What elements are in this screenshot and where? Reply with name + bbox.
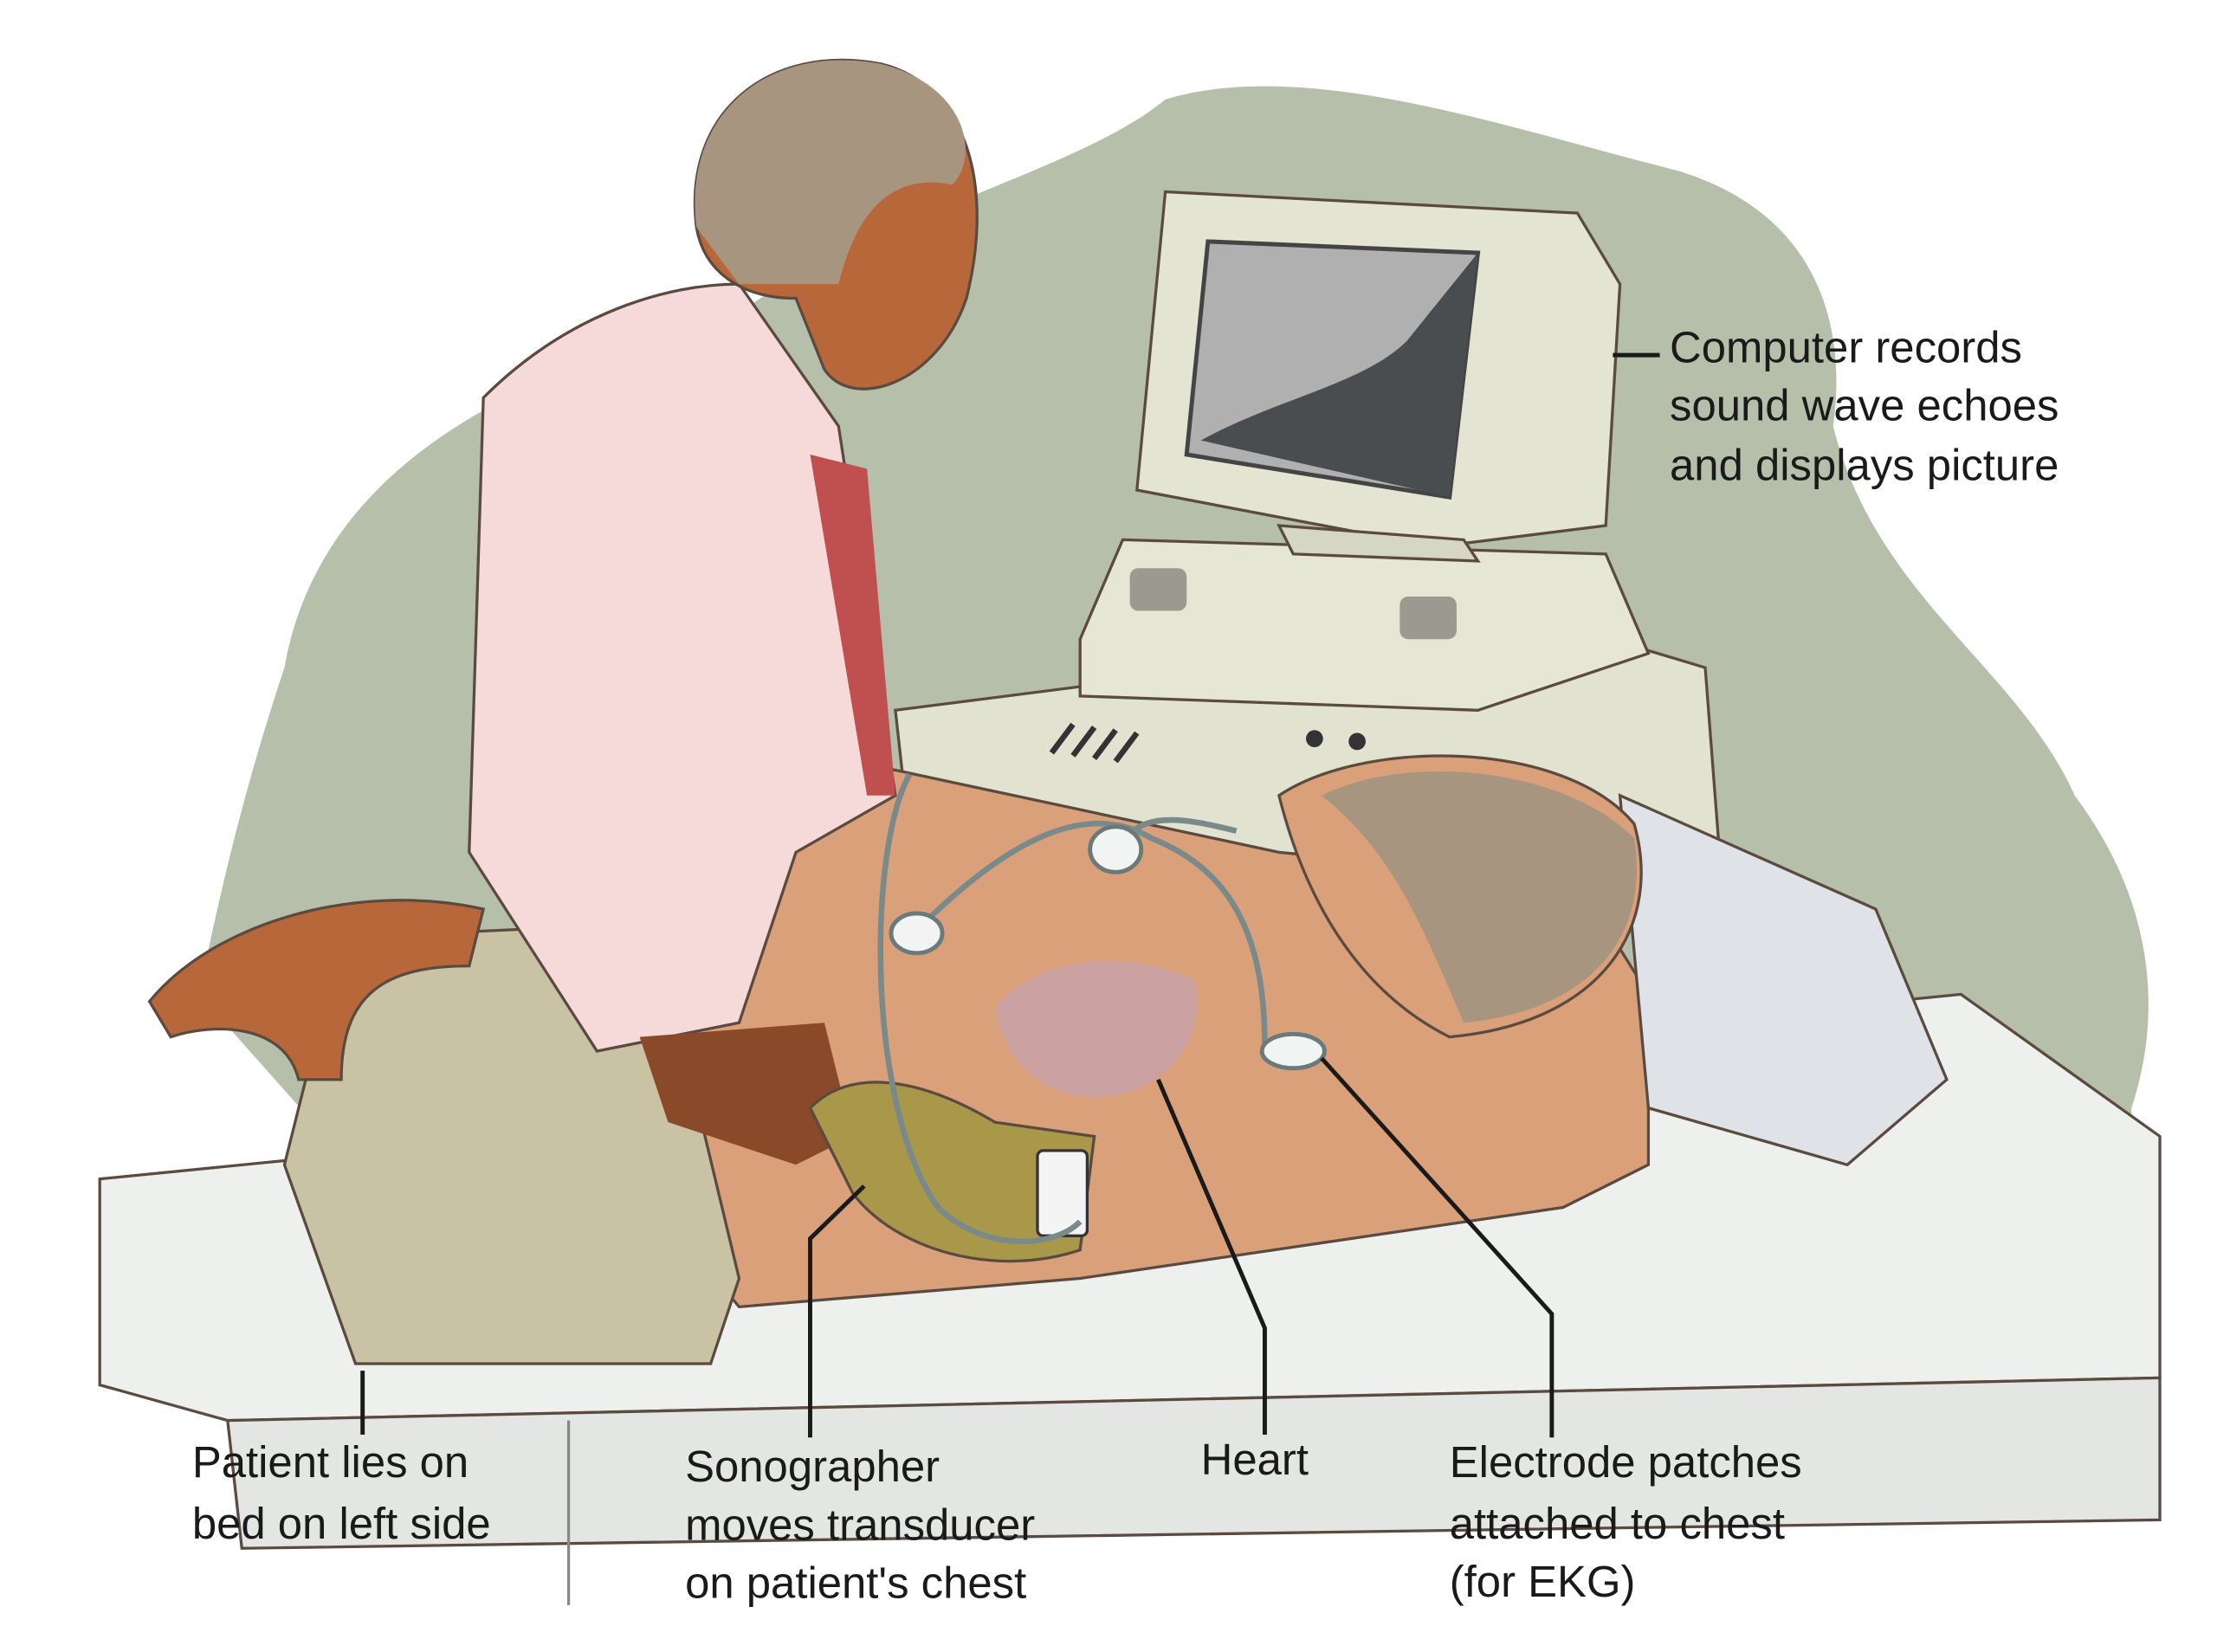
label-line: attached to chest: [1450, 1499, 1785, 1548]
label-electrodes: Electrode patches attached to chest (for…: [1450, 1437, 1802, 1606]
electrode-patches: [889, 824, 1327, 1071]
leader-electrodes: [1320, 1056, 1554, 1438]
sonographer: [147, 58, 1096, 1365]
heart-shape: [994, 961, 1198, 1098]
leader-heart: [1156, 1078, 1267, 1435]
label-line: Sonographer: [685, 1442, 940, 1491]
label-line: and displays picture: [1670, 441, 2059, 490]
label-heart: Heart: [1201, 1435, 1309, 1484]
leader-sonographer: [808, 1184, 866, 1438]
label-line: Patient lies on: [192, 1437, 469, 1487]
label-line: Heart: [1201, 1435, 1309, 1484]
label-line: moves transducer: [685, 1500, 1035, 1549]
label-patient: Patient lies on bed on left side: [192, 1437, 491, 1548]
label-line: on patient's chest: [685, 1558, 1026, 1608]
label-line: Electrode patches: [1450, 1437, 1802, 1487]
label-line: Computer records: [1670, 322, 2022, 371]
label-line: bed on left side: [192, 1499, 491, 1548]
computer-monitor: [1135, 190, 1622, 563]
label-computer: Computer records sound wave echoes and d…: [1670, 322, 2059, 489]
label-sonographer: Sonographer moves transducer on patient'…: [685, 1442, 1035, 1608]
label-line: (for EKG): [1450, 1557, 1636, 1606]
label-line: sound wave echoes: [1670, 381, 2059, 430]
